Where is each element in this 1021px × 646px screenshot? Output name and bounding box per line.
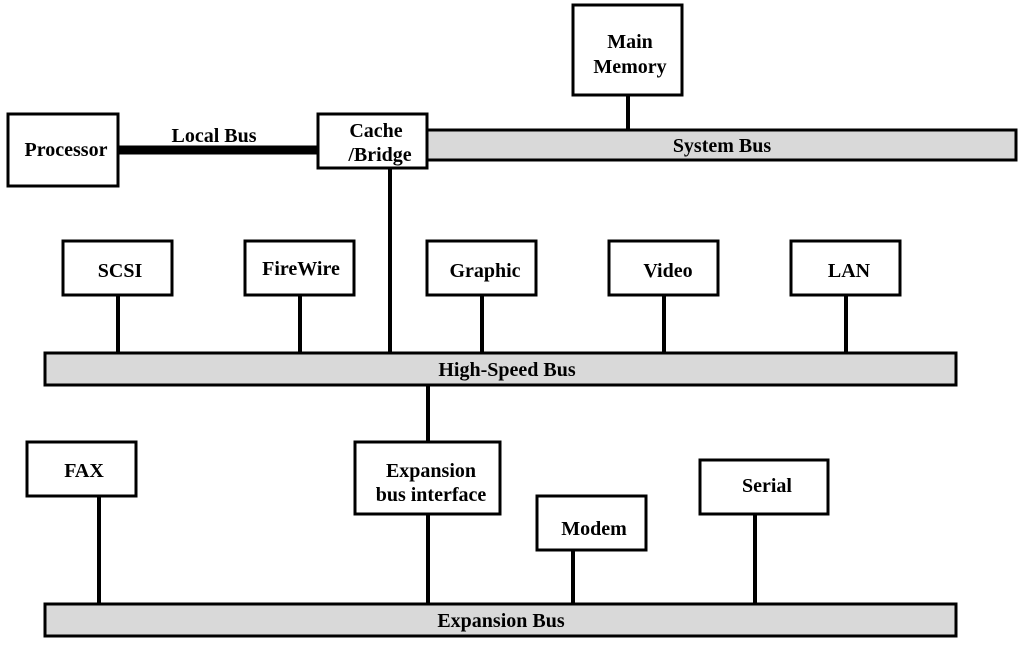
modem-label: Modem <box>561 518 627 540</box>
video-label: Video <box>643 260 692 282</box>
expansion-bus-interface-box: Expansion bus interface <box>353 440 502 516</box>
modem-box: Modem <box>535 494 648 552</box>
expansion-bus-interface-label-line2: bus interface <box>376 484 487 506</box>
system-bus: System Bus <box>425 128 1018 162</box>
processor-box: Processor <box>6 112 120 188</box>
graphic-label: Graphic <box>449 260 520 282</box>
graphic-box: Graphic <box>425 239 538 297</box>
lan-box: LAN <box>789 239 902 297</box>
processor-label: Processor <box>25 139 108 161</box>
expansion-bus: Expansion Bus <box>43 602 958 638</box>
system-bus-label: System Bus <box>673 135 772 157</box>
serial-label: Serial <box>742 475 792 497</box>
fax-box: FAX <box>25 440 138 498</box>
serial-box: Serial <box>698 458 830 516</box>
scsi-box: SCSI <box>61 239 174 297</box>
fax-label: FAX <box>64 460 104 482</box>
cache-bridge-box: Cache /Bridge <box>316 112 429 170</box>
main-memory-box: Main Memory <box>571 3 684 97</box>
firewire-box: FireWire <box>243 239 356 297</box>
firewire-label: FireWire <box>262 258 340 280</box>
high-speed-bus-label: High-Speed Bus <box>438 359 575 381</box>
cache-bridge-label-line2: /Bridge <box>347 144 411 166</box>
lan-label: LAN <box>828 260 871 282</box>
main-memory-label-line2: Memory <box>593 56 666 78</box>
scsi-label: SCSI <box>98 260 143 282</box>
connections <box>97 95 848 604</box>
high-speed-bus: High-Speed Bus <box>43 351 958 387</box>
cache-bridge-label-line1: Cache <box>349 120 402 142</box>
video-box: Video <box>607 239 720 297</box>
local-bus-label: Local Bus <box>171 125 256 147</box>
expansion-bus-interface-label-line1: Expansion <box>386 460 476 482</box>
main-memory-label-line1: Main <box>607 31 653 53</box>
expansion-bus-label: Expansion Bus <box>437 610 565 632</box>
